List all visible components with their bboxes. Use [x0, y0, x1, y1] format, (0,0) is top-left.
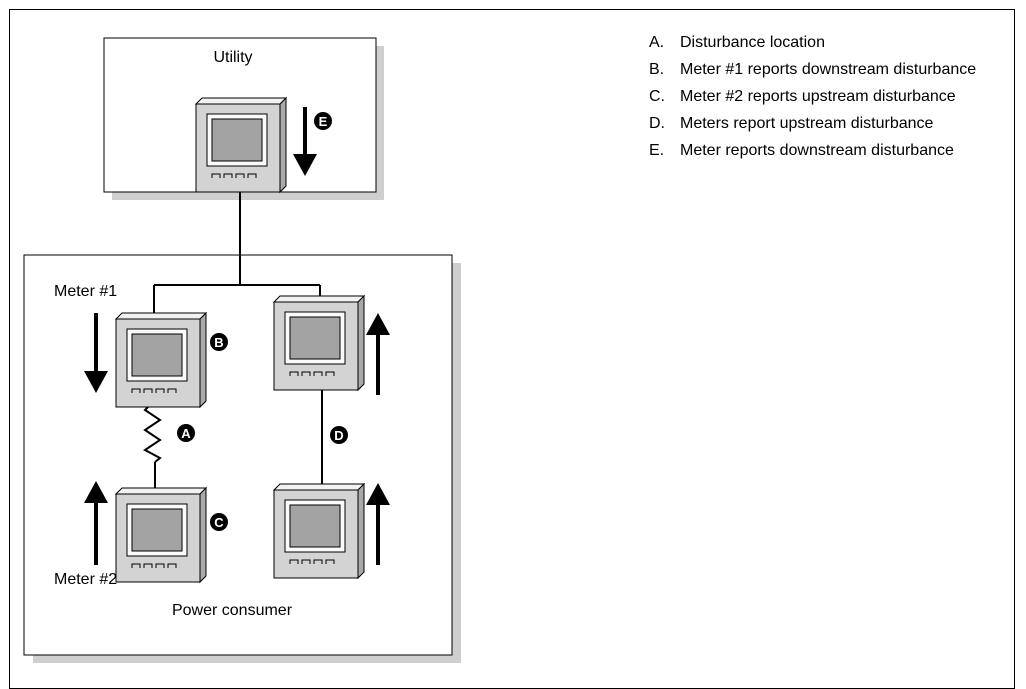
legend-letter: B. [649, 61, 665, 78]
legend-text: Meter #2 reports upstream disturbance [680, 88, 956, 105]
arrow-down-meter1 [84, 313, 108, 393]
legend-text: Disturbance location [680, 34, 825, 51]
marker-e: E [314, 112, 332, 130]
legend-text: Meter reports downstream disturbance [680, 142, 954, 159]
legend-letter: A. [649, 34, 665, 51]
marker-d: D [330, 426, 348, 444]
arrow-up-meter2 [84, 481, 108, 565]
meter1-label: Meter #1 [54, 283, 117, 300]
consumer-box [23, 254, 453, 656]
legend: A. Disturbance location B. Meter #1 repo… [649, 34, 979, 169]
legend-item-e: E. Meter reports downstream disturbance [649, 142, 979, 160]
meter2-label: Meter #2 [54, 571, 117, 588]
meter-2 [115, 487, 207, 583]
consumer-label: Power consumer [172, 602, 293, 619]
legend-item-c: C. Meter #2 reports upstream disturbance [649, 88, 979, 106]
marker-a: A [177, 424, 195, 442]
meter-d-bottom [273, 483, 365, 579]
legend-letter: E. [649, 142, 665, 159]
legend-letter: D. [649, 115, 665, 132]
legend-item-d: D. Meters report upstream disturbance [649, 115, 979, 133]
marker-c: C [210, 513, 228, 531]
svg-text:E: E [319, 114, 328, 129]
utility-label: Utility [213, 49, 252, 66]
disturbance-zigzag [143, 399, 162, 463]
meter-1 [115, 312, 207, 408]
legend-text: Meter #1 reports downstream disturbance [680, 61, 977, 78]
legend-item-a: A. Disturbance location [649, 34, 979, 52]
svg-text:C: C [214, 515, 224, 530]
arrow-up-meter-d-top [366, 313, 390, 395]
marker-b: B [210, 333, 228, 351]
legend-text: Meters report upstream disturbance [680, 115, 934, 132]
arrow-up-meter-d-bottom [366, 483, 390, 565]
utility-meter [195, 97, 287, 193]
wiring [153, 192, 323, 490]
arrow-down-utility [293, 107, 317, 176]
svg-text:D: D [334, 428, 343, 443]
meter-d-top [273, 295, 365, 391]
svg-text:A: A [181, 426, 191, 441]
svg-text:B: B [214, 335, 223, 350]
legend-letter: C. [649, 88, 665, 105]
legend-item-b: B. Meter #1 reports downstream disturban… [649, 61, 979, 79]
